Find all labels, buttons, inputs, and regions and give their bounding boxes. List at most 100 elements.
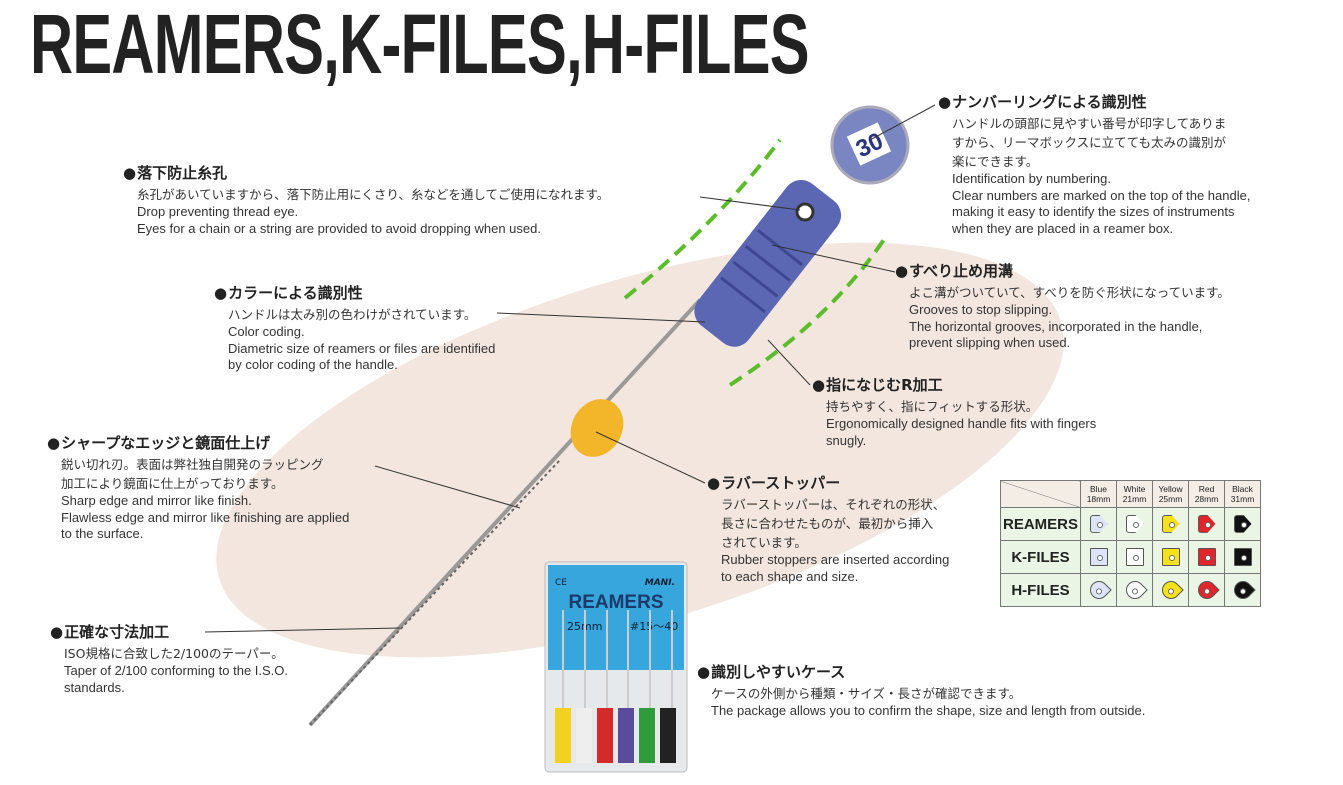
stopper-shape-icon [1229,577,1256,603]
stopper-cell [1080,540,1117,574]
feature-text-en: to the surface. [61,526,144,541]
feature-text-en: Flawless edge and mirror like finishing … [61,509,350,525]
feature-text-jp: ISO規格に合致した2/100のテーパー。 [64,646,284,661]
feature-text-en: Grooves to stop slipping. [909,302,1053,317]
ce-mark: CE [555,578,567,588]
feature-text-en: Diametric size of reamers or files are i… [228,340,496,356]
feature-sharp-edge: シャープなエッジと鏡面仕上げ 鋭い切れ刃。表面は弊社独自開発のラッピング 加工に… [61,433,349,543]
stopper-cell [1224,573,1261,607]
feature-text-jp: 楽にできます。 [952,154,1039,169]
feature-case: 識別しやすいケース ケースの外側から種類・サイズ・長さが確認できます。 The … [711,662,1145,720]
row-label: REAMERS [1000,507,1081,541]
column-length: 31mm [1230,494,1255,504]
feature-text-jp: よこ溝がついていて、すべりを防ぐ形状になっています。 [909,285,1230,300]
feature-heading: 識別しやすいケース [697,662,1145,682]
feature-text-jp: 鋭い切れ刃。表面は弊社独自開発のラッピング [61,457,324,472]
stopper-cell [1116,540,1153,574]
feature-text-jp: 持ちやすく、指にフィットする形状。 [826,399,1039,414]
feature-text-en: Rubber stoppers are inserted according [721,552,950,567]
stopper-cell [1080,573,1117,607]
column-length: 18mm [1086,494,1111,504]
column-color: White [1123,484,1146,494]
thread-eye-icon [795,202,815,222]
column-length: 28mm [1194,494,1219,504]
row-label: K-FILES [1000,540,1081,574]
feature-text-en: Eyes for a chain or a string are provide… [137,220,541,236]
feature-heading: 指になじむR加工 [812,375,1096,395]
stopper-shape-icon [1161,514,1180,533]
feature-text-en: Color coding. [228,324,305,339]
feature-text-jp: ケースの外側から種類・サイズ・長さが確認できます。 [711,686,1022,701]
stopper-cell [1188,507,1225,541]
feature-text-en: prevent slipping when used. [909,335,1071,350]
column-color: Black [1232,484,1253,494]
feature-heading: 正確な寸法加工 [50,622,288,642]
feature-text-en: snugly. [826,432,867,448]
stopper-shape-icon [1197,547,1216,566]
feature-numbering: ナンバーリングによる識別性 ハンドルの頭部に見やすい番号が印字してありま すから… [952,92,1250,237]
table-corner [1000,480,1081,508]
stopper-shape-icon [1233,547,1252,566]
feature-text-jp: すから、リーマボックスに立てても太みの識別が [952,135,1227,150]
feature-text-en: standards. [64,679,125,695]
page-title: REAMERS,K-FILES,H-FILES [30,0,810,91]
blue-handle [694,179,842,347]
stopper-shape-icon [1089,547,1108,566]
column-color: Blue [1089,484,1107,494]
feature-thread-eye: 落下防止糸孔 糸孔があいていますから、落下防止用にくさり、糸などを通してご使用に… [137,163,609,237]
feature-heading: すべり止め用溝 [895,261,1230,281]
table-row: REAMERS [1000,507,1261,541]
feature-text-jp: 長さに合わせたものが、最初から挿入 [721,516,934,531]
feature-text-en: Clear numbers are marked on the top of t… [952,187,1251,203]
column-color: Red [1198,484,1215,494]
feature-heading: シャープなエッジと鏡面仕上げ [47,433,349,453]
grip-dashed-lines [623,138,887,387]
stopper-shape-icon [1161,547,1180,566]
stopper-cell [1116,573,1153,607]
stopper-shape-icon [1193,577,1220,603]
feature-text-en: Sharp edge and mirror like finish. [61,493,252,508]
feature-heading: ナンバーリングによる識別性 [938,92,1250,112]
feature-precise-dimension: 正確な寸法加工 ISO規格に合致した2/100のテーパー。 Taper of 2… [64,622,288,696]
feature-color-coding: カラーによる識別性 ハンドルは太み別の色わけがされています。 Color cod… [228,283,495,374]
feature-text-jp: ハンドルは太み別の色わけがされています。 [228,307,477,322]
stopper-shape-icon [1197,514,1216,533]
stopper-shape-icon [1157,577,1184,603]
row-label: H-FILES [1000,573,1081,607]
stopper-shape-icon [1125,547,1144,566]
stopper-shape-icon [1089,514,1108,533]
feature-text-jp: ラバーストッパーは、それぞれの形状、 [721,497,946,512]
feature-grooves: すべり止め用溝 よこ溝がついていて、すべりを防ぐ形状になっています。 Groov… [909,261,1230,352]
feature-text-en: Taper of 2/100 conforming to the I.S.O. [64,663,289,678]
leader-lines [204,104,936,633]
feature-text-jp: されています。 [721,535,807,550]
stopper-shape-icon [1121,577,1148,603]
feature-text-jp: 糸孔があいていますから、落下防止用にくさり、糸などを通してご使用になれます。 [137,187,610,202]
feature-text-en: making it easy to identify the sizes of … [952,204,1235,219]
stopper-cell [1188,540,1225,574]
feature-heading: カラーによる識別性 [214,283,495,303]
stopper-cell [1152,507,1189,541]
table-row: H-FILES [1000,573,1261,607]
feature-text-en: Identification by numbering. [952,171,1111,186]
feature-text-en: Ergonomically designed handle fits with … [826,416,1097,431]
column-length: 21mm [1122,494,1147,504]
feature-heading: ラバーストッパー [707,473,949,493]
stopper-shape-icon [1125,514,1144,533]
feature-ergonomic: 指になじむR加工 持ちやすく、指にフィットする形状。 Ergonomically… [826,375,1096,449]
background-ellipse [216,242,1064,658]
feature-text-jp: ハンドルの頭部に見やすい番号が印字してありま [952,116,1227,131]
brand-logo: MANI. [645,578,675,588]
stopper-cell [1116,507,1153,541]
stopper-cell [1152,573,1189,607]
feature-text-en: The horizontal grooves, incorporated in … [909,318,1203,334]
stopper-cell [1188,573,1225,607]
feature-text-en: to each shape and size. [721,568,859,584]
feature-text-en: Drop preventing thread eye. [137,204,299,219]
